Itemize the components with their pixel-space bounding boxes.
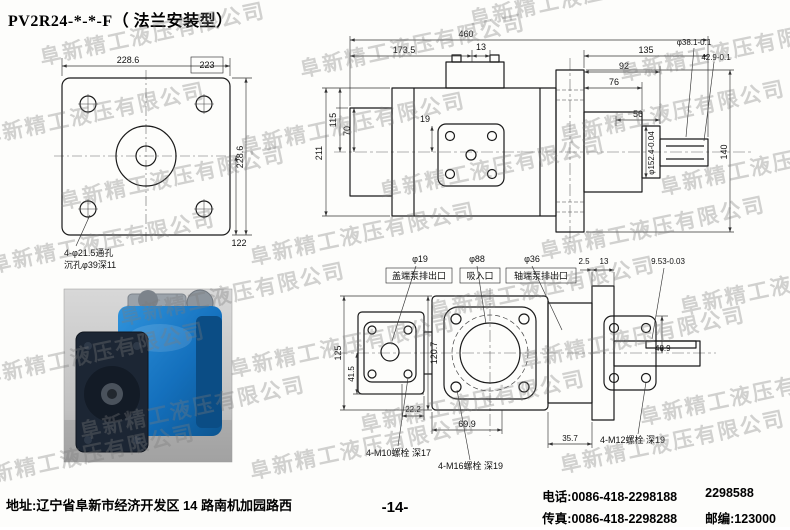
dim-label: 13 — [600, 257, 609, 266]
dim-label: 140 — [719, 144, 729, 159]
footer-fax: 传真:0086-418-2298288 — [542, 512, 678, 526]
note-label: 4-M10螺栓 深17 — [366, 447, 431, 458]
dim-label: 460 — [458, 29, 473, 39]
dim-label: 2.5 — [578, 257, 590, 266]
dim-label: 70 — [342, 126, 352, 136]
dim-label: 42.9-0.1 — [701, 53, 731, 62]
dim-label: 173.5 — [393, 45, 416, 55]
product-photo — [63, 288, 233, 463]
dim-label: 228.6 — [235, 146, 245, 169]
port-label: 吸入口 — [466, 271, 493, 281]
dim-label: 9.53-0.03 — [651, 257, 685, 266]
dim-label: φ152.4-0.04 — [647, 131, 656, 175]
footer-contact: 电话:0086-418-2298188 2298588 传真:0086-418-… — [542, 486, 776, 530]
dim-label: 115 — [328, 113, 338, 127]
dim-label: 76 — [609, 77, 619, 87]
dim-label: 120.7 — [429, 342, 439, 365]
dim-label: 35.7 — [562, 434, 578, 443]
dim-label: 211 — [314, 146, 324, 160]
note-label: 4-M12螺栓 深19 — [600, 434, 665, 445]
footer-postcode: 邮编:123000 — [705, 512, 776, 526]
dim-label: 19 — [420, 114, 430, 124]
dim-label: 22.2 — [405, 405, 421, 414]
pump-bottom-view: φ19 盖端泵排出口 φ88 吸入口 φ36 轴端泵排出口 2.5 13 9.5… — [333, 254, 716, 471]
dim-label: φ19 — [412, 254, 428, 264]
note-label: 4-φ21.5通孔 — [64, 248, 113, 258]
page-title: PV2R24-*-*-F（ 法兰安装型） — [8, 13, 233, 30]
dim-label: 122 — [231, 238, 246, 248]
page-number: -14- — [381, 499, 409, 516]
dim-label: 41.5 — [347, 366, 356, 382]
dim-label: φ36 — [524, 254, 540, 264]
dim-label: 125 — [333, 345, 343, 360]
footer-address: 地址:辽宁省阜新市经济开发区 14 路南机加园路西 — [6, 498, 293, 513]
dim-label: 13 — [476, 42, 486, 52]
dim-label: 228.6 — [117, 55, 140, 65]
dim-label: 92 — [619, 61, 629, 71]
dim-label: 223 — [199, 60, 214, 70]
dim-label: 69.9 — [458, 419, 476, 429]
port-label: 轴端泵排出口 — [514, 270, 568, 281]
note-label: 沉孔φ39深11 — [64, 260, 116, 270]
footer-phone: 电话:0086-418-2298188 — [542, 490, 678, 504]
dim-label: 48.9 — [655, 344, 671, 353]
port-label: 盖端泵排出口 — [392, 270, 446, 281]
dim-label: 135 — [638, 45, 653, 55]
footer-phone-alt: 2298588 — [705, 486, 754, 500]
flange-front-view: 228.6 223 228.6 122 4-φ21.5通孔 沉孔φ39深11 — [54, 55, 252, 270]
dim-label: 56 — [633, 109, 643, 119]
dim-label: φ88 — [469, 254, 485, 264]
note-label: 4-M16螺栓 深19 — [438, 460, 503, 471]
pump-side-view: 460 173.5 13 135 92 76 56 φ38.1-0.1 42.9… — [314, 29, 752, 242]
dim-label: φ38.1-0.1 — [677, 38, 712, 47]
